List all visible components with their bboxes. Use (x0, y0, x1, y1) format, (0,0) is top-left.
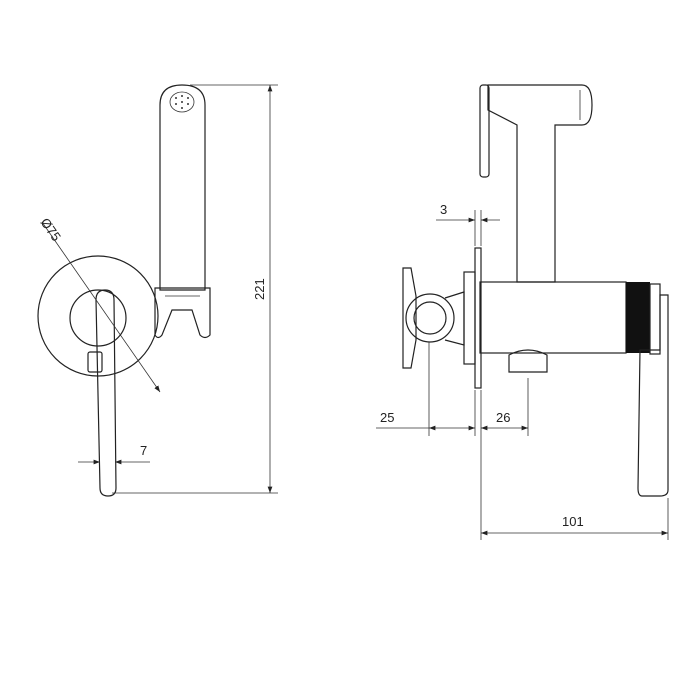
spray-holes (175, 95, 189, 109)
connector-ring (405, 293, 455, 343)
depth-label: 101 (562, 514, 584, 529)
diameter-label: Ø75 (38, 215, 64, 244)
end-cap (649, 283, 661, 355)
cover-plate (37, 255, 159, 377)
connector-neck (444, 291, 465, 346)
lever-width-label: 7 (140, 443, 147, 458)
front-view: Ø75 221 7 (37, 84, 278, 497)
spray-face-icon (169, 91, 195, 113)
cross-fitting (402, 267, 417, 369)
side-view: 3 25 26 101 (376, 84, 669, 540)
height-label: 221 (252, 278, 267, 300)
hand-shower (159, 84, 206, 291)
flange (463, 271, 476, 365)
outlet-offset-label: 26 (496, 410, 510, 425)
cartridge-ring (69, 289, 127, 347)
connector-offset-label: 25 (380, 410, 394, 425)
valve-body (479, 281, 627, 354)
lever-handle (95, 289, 117, 497)
shower-holder (154, 287, 211, 339)
side-lever (637, 294, 669, 497)
diameter-leader (41, 221, 161, 393)
outlet-nub (508, 349, 548, 373)
plate-thickness-label: 3 (440, 202, 447, 217)
shower-head (487, 84, 593, 283)
thread-ring (626, 282, 650, 353)
shower-face-plate (479, 84, 490, 178)
lever-hub (87, 351, 103, 373)
